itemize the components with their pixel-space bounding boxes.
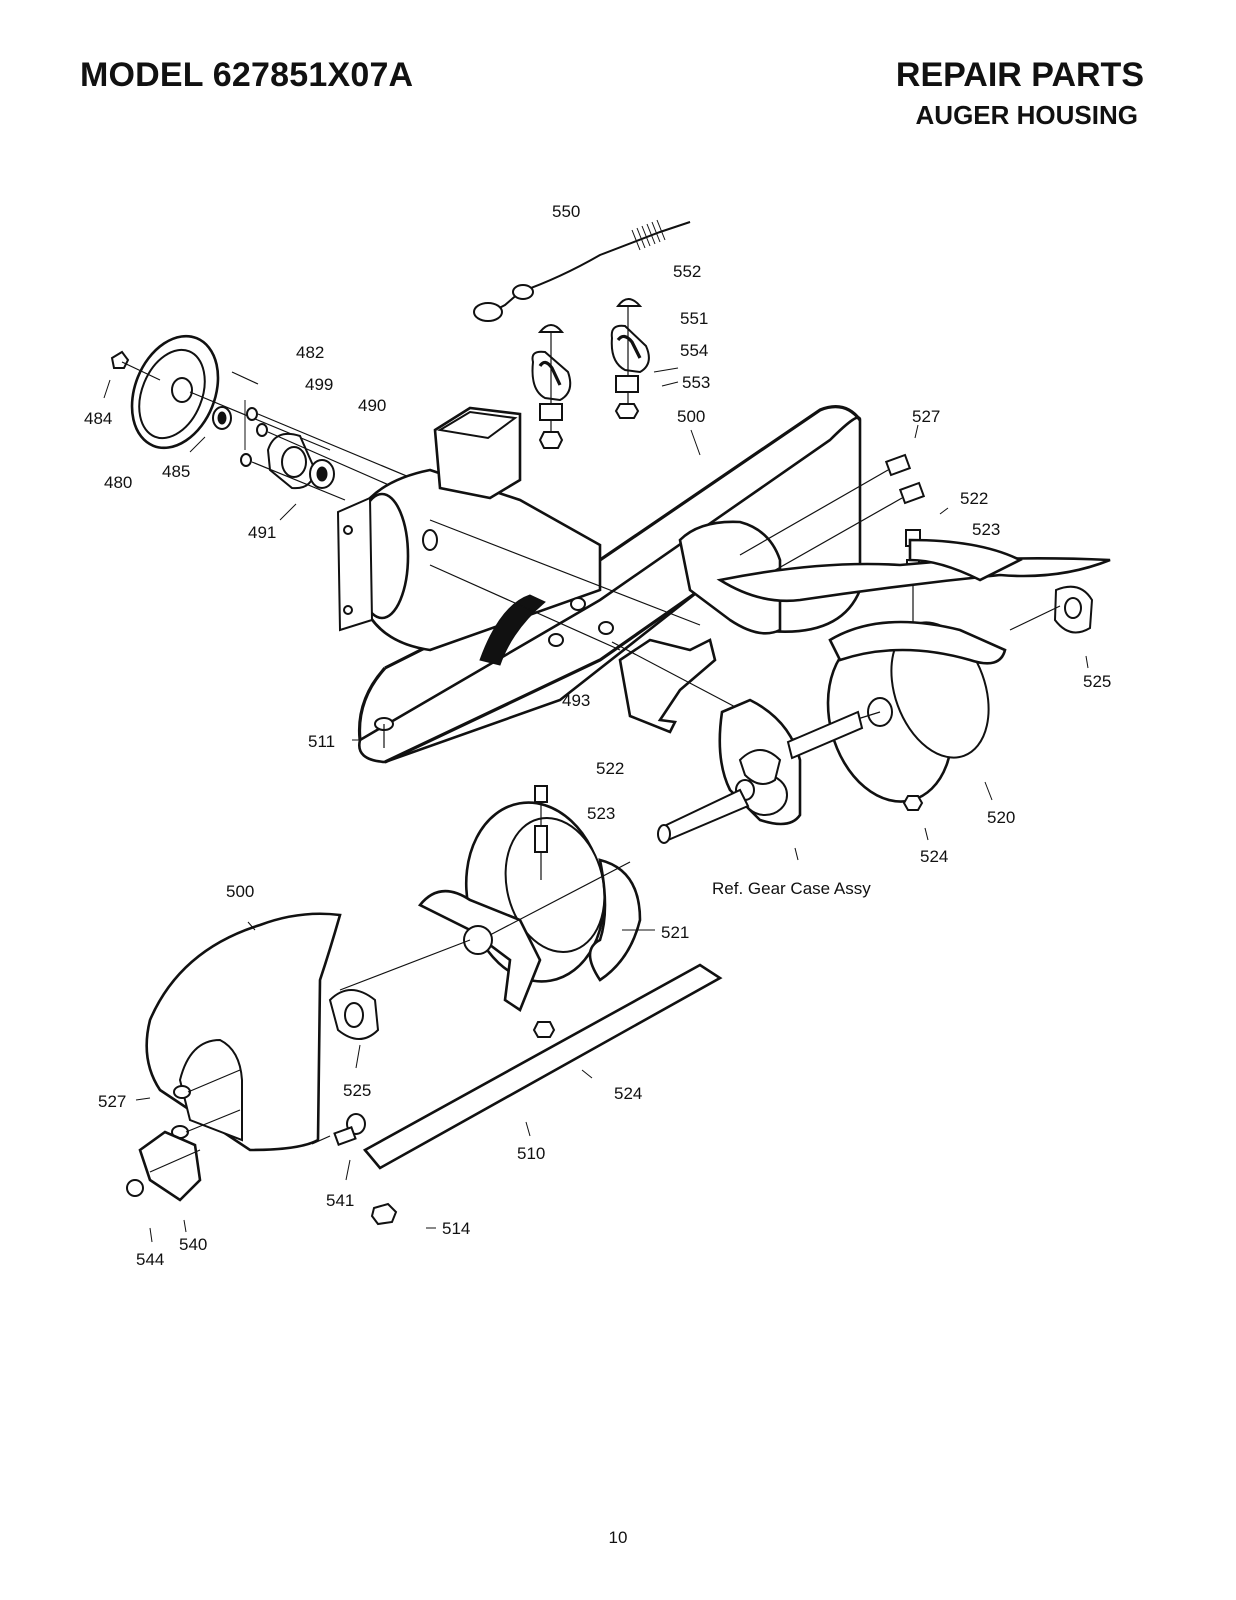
callout-523-top: 523 — [972, 520, 1000, 539]
callout-500-top: 500 — [677, 407, 705, 426]
callout-493: 493 — [562, 691, 590, 710]
callout-521: 521 — [661, 923, 689, 942]
page-number: 10 — [608, 1528, 628, 1547]
callout-500-left: 500 — [226, 882, 254, 901]
callout-527-top: 527 — [912, 407, 940, 426]
callout-540: 540 — [179, 1235, 207, 1254]
callout-524-right: 524 — [920, 847, 948, 866]
chute-bracket-right — [610, 298, 650, 419]
callout-482: 482 — [296, 343, 324, 362]
callout-523-mid: 523 — [587, 804, 615, 823]
left-end-plate-part — [145, 912, 342, 1152]
right-auger-part — [716, 538, 1111, 811]
callout-544: 544 — [136, 1250, 164, 1269]
callout-525-right: 525 — [1083, 672, 1111, 691]
callout-499: 499 — [305, 375, 333, 394]
auger-housing-part — [336, 405, 862, 764]
callout-511: 511 — [308, 732, 335, 751]
callout-ref-gear-case: Ref. Gear Case Assy — [712, 879, 871, 898]
chute-bracket-left — [531, 324, 572, 449]
callout-490: 490 — [358, 396, 386, 415]
callout-510: 510 — [517, 1144, 545, 1163]
chute-crank-part — [473, 219, 691, 322]
callout-551: 551 — [680, 309, 708, 328]
callout-524-bottom: 524 — [614, 1084, 642, 1103]
callout-552: 552 — [673, 262, 701, 281]
callout-541: 541 — [326, 1191, 354, 1210]
carriage-bolt-part — [311, 1113, 398, 1226]
left-auger-part — [417, 785, 642, 1038]
leader-lines — [103, 367, 1089, 1243]
callout-520: 520 — [987, 808, 1015, 827]
callout-527-left: 527 — [98, 1092, 126, 1111]
skid-shoe-part — [126, 1130, 202, 1202]
callout-554: 554 — [680, 341, 708, 360]
callout-480: 480 — [104, 473, 132, 492]
callout-522-top: 522 — [960, 489, 988, 508]
right-bearing-flange-part — [1009, 585, 1094, 634]
auger-pulley-part — [110, 334, 331, 451]
callout-522-mid: 522 — [596, 759, 624, 778]
model-title: MODEL 627851X07A — [80, 56, 414, 94]
callout-525-left: 525 — [343, 1081, 371, 1100]
section-subtitle: AUGER HOUSING — [915, 100, 1138, 130]
gear-case-part — [657, 698, 864, 844]
callout-550: 550 — [552, 202, 580, 221]
left-bearing-flange-part — [328, 939, 471, 1040]
callout-485: 485 — [162, 462, 190, 481]
callout-491: 491 — [248, 523, 276, 542]
callout-514: 514 — [442, 1219, 470, 1238]
callout-484: 484 — [84, 409, 112, 428]
section-title: REPAIR PARTS — [895, 56, 1144, 94]
callout-553: 553 — [682, 373, 710, 392]
scraper-bar-part — [362, 963, 723, 1170]
